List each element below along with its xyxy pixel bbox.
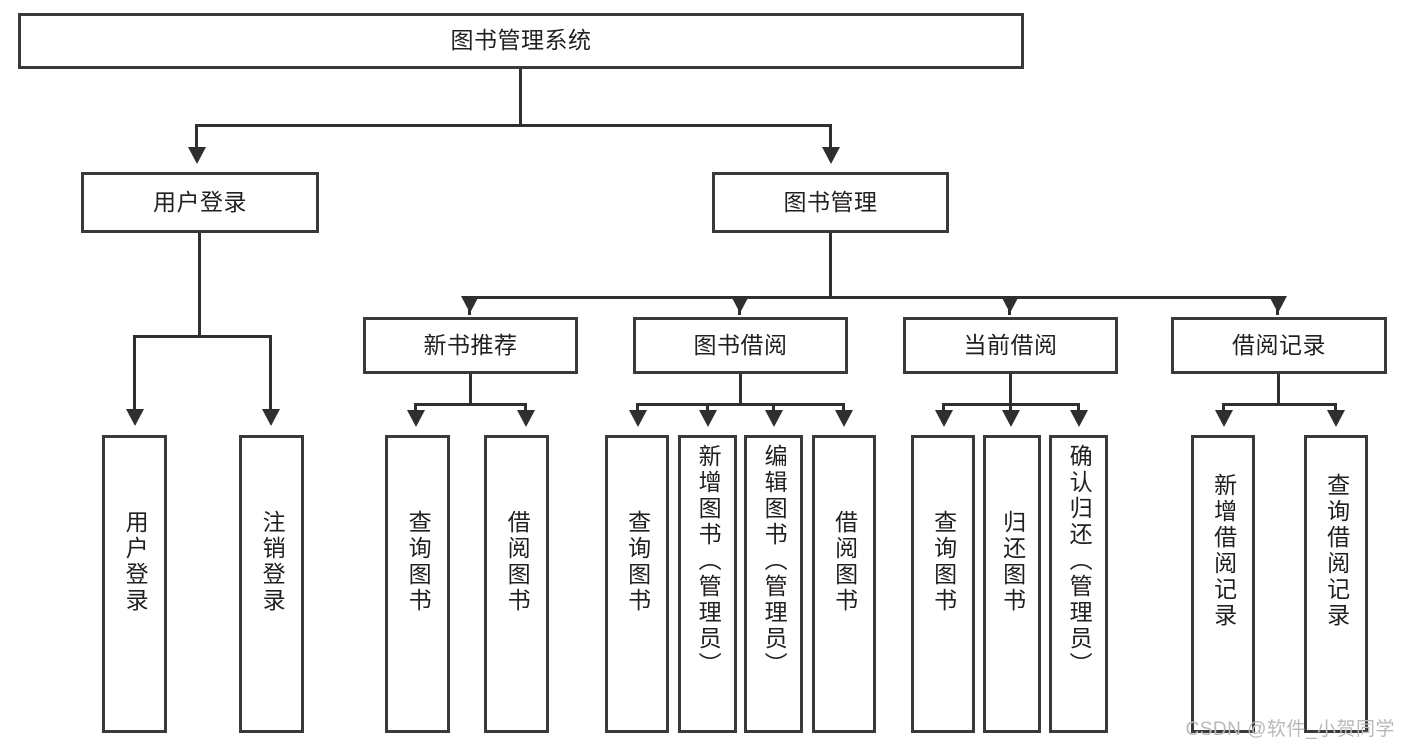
connector-user-login-bus [133, 335, 271, 338]
node-label: 图书借阅 [693, 331, 788, 358]
arrow-to-leaf-nbr-query-book [407, 410, 425, 427]
node-label: 新增借阅记录 [1210, 473, 1237, 629]
node-book-management[interactable]: 图书管理 [712, 172, 949, 233]
connector-level2-bus [195, 124, 832, 127]
connector-book-management-stem [829, 233, 832, 299]
connector-book-borrow-stem [739, 374, 742, 405]
arrow-to-leaf-cb-query-book [935, 410, 953, 427]
connector-new-book-recommend-stem [469, 374, 472, 405]
node-root-book-management-system[interactable]: 图书管理系统 [18, 13, 1024, 69]
arrow-to-book-borrow [731, 296, 749, 313]
arrow-to-borrow-record [1269, 296, 1287, 313]
node-label: 借阅图书 [504, 510, 531, 614]
node-user-login[interactable]: 用户登录 [81, 172, 319, 233]
arrow-to-leaf-br-add-record [1215, 410, 1233, 427]
leaf-bb-edit-book[interactable]: 编辑图书（管理员） [744, 435, 803, 733]
connector-level3-bus [468, 296, 1278, 299]
arrow-to-leaf-logout [262, 409, 280, 426]
arrow-to-user-login [188, 147, 206, 164]
connector-book-borrow-bus [636, 403, 844, 406]
node-label: 用户登录 [122, 510, 149, 614]
node-label: 当前借阅 [963, 331, 1058, 358]
connector-borrow-record-stem [1277, 374, 1280, 405]
connector-user-login-drop-2 [269, 335, 272, 411]
node-label: 借阅记录 [1232, 331, 1326, 358]
arrow-to-book-management [822, 147, 840, 164]
leaf-nbr-borrow-book[interactable]: 借阅图书 [484, 435, 549, 733]
arrow-to-leaf-cb-confirm-return [1070, 410, 1088, 427]
csdn-watermark: CSDN @软件_小贺同学 [1185, 719, 1395, 740]
node-label: 图书管理系统 [450, 27, 592, 54]
connector-borrow-record-bus [1222, 403, 1337, 406]
leaf-logout[interactable]: 注销登录 [239, 435, 304, 733]
leaf-bb-add-book[interactable]: 新增图书（管理员） [678, 435, 737, 733]
arrow-to-new-book-recommend [461, 296, 479, 313]
node-label: 新增图书（管理员） [695, 444, 722, 678]
arrow-to-leaf-br-query-record [1327, 410, 1345, 427]
leaf-bb-borrow-book[interactable]: 借阅图书 [812, 435, 876, 733]
arrow-to-leaf-cb-return-book [1002, 410, 1020, 427]
connector-current-borrow-stem [1009, 374, 1012, 405]
connector-root-stem [519, 69, 522, 126]
node-label: 确认归还（管理员） [1066, 444, 1093, 678]
node-label: 注销登录 [259, 510, 286, 614]
node-label: 编辑图书（管理员） [761, 444, 788, 678]
leaf-user-login[interactable]: 用户登录 [102, 435, 167, 733]
arrow-to-leaf-user-login [126, 409, 144, 426]
node-label: 用户登录 [153, 188, 247, 215]
node-label: 归还图书 [999, 510, 1026, 614]
arrow-to-leaf-bb-query-book [629, 410, 647, 427]
leaf-br-query-record[interactable]: 查询借阅记录 [1304, 435, 1368, 733]
node-new-book-recommend[interactable]: 新书推荐 [363, 317, 578, 374]
leaf-br-add-record[interactable]: 新增借阅记录 [1191, 435, 1255, 733]
connector-level2-drop-left [195, 124, 198, 149]
node-label: 查询图书 [624, 510, 651, 614]
connector-user-login-stem [198, 233, 201, 337]
node-current-borrow[interactable]: 当前借阅 [903, 317, 1118, 374]
leaf-nbr-query-book[interactable]: 查询图书 [385, 435, 450, 733]
node-label: 借阅图书 [831, 510, 858, 614]
node-label: 查询借阅记录 [1323, 473, 1350, 629]
node-borrow-record[interactable]: 借阅记录 [1171, 317, 1387, 374]
leaf-cb-confirm-return[interactable]: 确认归还（管理员） [1049, 435, 1108, 733]
connector-new-book-recommend-bus [414, 403, 527, 406]
leaf-bb-query-book[interactable]: 查询图书 [605, 435, 669, 733]
arrow-to-leaf-bb-add-book [699, 410, 717, 427]
arrow-to-leaf-bb-borrow-book [835, 410, 853, 427]
node-label: 查询图书 [405, 510, 432, 614]
arrow-to-current-borrow [1001, 296, 1019, 313]
leaf-cb-return-book[interactable]: 归还图书 [983, 435, 1041, 733]
leaf-cb-query-book[interactable]: 查询图书 [911, 435, 975, 733]
connector-user-login-drop-1 [133, 335, 136, 411]
connector-level2-drop-right [829, 124, 832, 149]
node-label: 新书推荐 [423, 331, 518, 358]
node-book-borrow[interactable]: 图书借阅 [633, 317, 848, 374]
node-label: 查询图书 [930, 510, 957, 614]
node-label: 图书管理 [783, 188, 878, 215]
arrow-to-leaf-bb-edit-book [765, 410, 783, 427]
arrow-to-leaf-nbr-borrow-book [517, 410, 535, 427]
